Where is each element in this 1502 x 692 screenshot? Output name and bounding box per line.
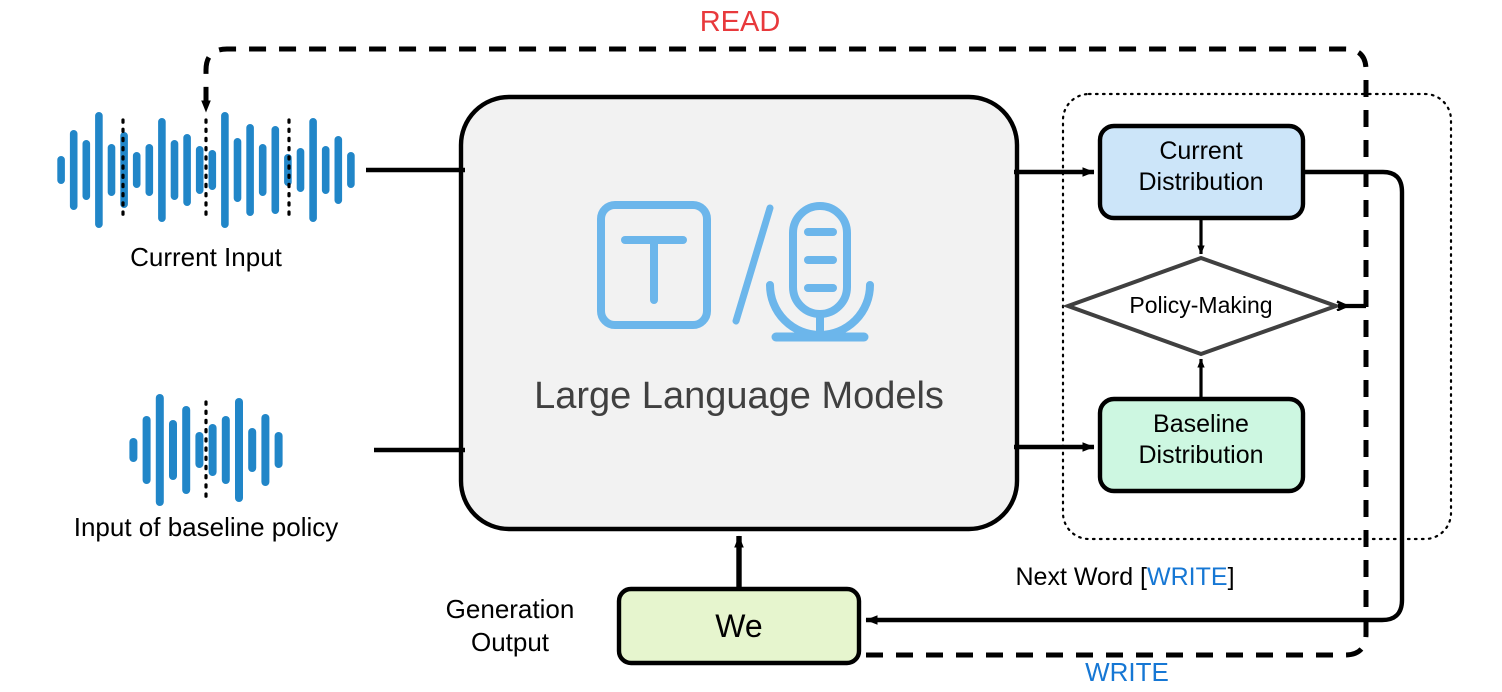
policy-making-diamond[interactable]: [1062, 255, 1342, 357]
next-word-prefix: Next Word [: [1015, 563, 1148, 591]
waveform-bar: [82, 140, 91, 200]
waveform-bar: [221, 112, 229, 228]
baseline-distribution-line1: Baseline: [1153, 410, 1249, 438]
waveform-bar: [107, 144, 116, 196]
generation-output-box[interactable]: [616, 586, 862, 666]
waveform-bar: [95, 112, 103, 228]
waveform-bar: [145, 144, 154, 196]
current-distribution-label: Current Distribution: [1138, 136, 1263, 198]
waveform-bar: [309, 118, 317, 222]
waveform-bar: [221, 416, 230, 484]
waveform-bar: [296, 148, 305, 192]
audio-waveform-icon-baseline-input: [129, 394, 283, 506]
output-token-label: We: [715, 608, 763, 644]
microphone-icon: [766, 202, 874, 342]
waveform-bar: [208, 424, 217, 476]
next-word-suffix: ]: [1227, 563, 1235, 591]
current-distribution-line2: Distribution: [1138, 168, 1264, 196]
icon-slash-divider: [732, 204, 774, 325]
waveform-bar: [258, 144, 267, 196]
generation-output-label: Generation Output: [446, 593, 575, 659]
waveform-bar: [261, 414, 270, 486]
waveform-segment-ticks-current: [121, 118, 291, 222]
waveform-bar: [195, 432, 204, 468]
baseline-distribution-label: Baseline Distribution: [1138, 409, 1263, 471]
waveform-bar: [155, 394, 164, 506]
waveform-bar: [170, 140, 179, 200]
waveform-bar: [57, 156, 65, 184]
next-word-action: WRITE: [1147, 563, 1228, 591]
waveform-bar: [334, 136, 343, 204]
waveform-bar: [169, 420, 177, 480]
waveform-bar: [321, 146, 330, 194]
waveform-bar: [142, 416, 151, 484]
waveform-bar: [129, 438, 138, 462]
waveform-bar: [235, 398, 243, 502]
waveform-bar: [132, 152, 141, 188]
waveform-bar: [158, 118, 166, 222]
waveform-bar: [182, 406, 191, 494]
next-word-solid-path: [865, 169, 1405, 625]
read-label: READ: [699, 6, 781, 38]
waveform-bar: [69, 130, 78, 210]
current-input-label: Current Input: [130, 242, 282, 272]
waveform-bar: [208, 150, 217, 190]
waveform-bar: [233, 138, 242, 202]
text-document-icon: [597, 201, 711, 329]
waveform-bar: [248, 428, 257, 472]
write-label: WRITE: [1085, 657, 1169, 687]
waveform-bar: [246, 124, 254, 216]
read-write-dashed-path: [201, 46, 1369, 658]
policy-making-label: Policy-Making: [1129, 292, 1273, 318]
waveform-bar: [347, 152, 355, 188]
baseline-distribution-line2: Distribution: [1138, 441, 1264, 469]
waveform-bar: [183, 134, 191, 206]
baseline-input-label: Input of baseline policy: [73, 512, 339, 542]
waveform-bar: [195, 146, 204, 194]
current-distribution-line1: Current: [1159, 137, 1243, 165]
waveform-bar: [271, 126, 280, 214]
generation-output-line2: Output: [470, 627, 550, 657]
next-word-label: Next Word [WRITE]: [1015, 563, 1234, 592]
generation-output-line1: Generation: [445, 594, 575, 624]
policy-group-container: [1061, 92, 1453, 541]
waveform-bar: [274, 432, 283, 468]
llm-title-label: Large Language Models: [534, 375, 944, 417]
